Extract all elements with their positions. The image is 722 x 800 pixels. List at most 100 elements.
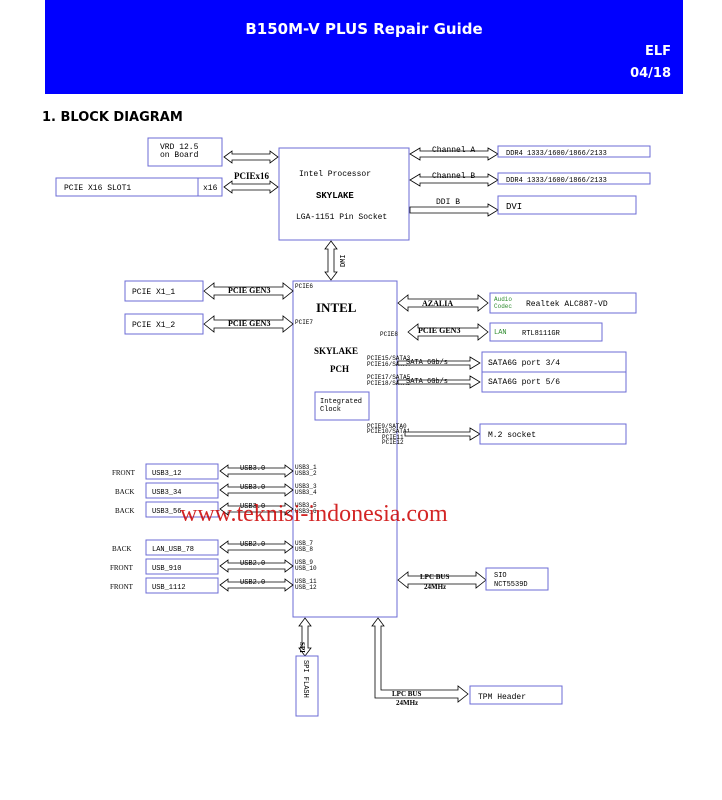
usb-pin-a: USB_7 — [295, 540, 313, 547]
usb-row: FRONT USB_910 USB2.0 USB_9 USB_10 — [110, 558, 317, 575]
cpu-label-3: LGA-1151 Pin Socket — [296, 213, 387, 222]
pcie8-pin: PCIE8 — [380, 331, 398, 338]
pcie-x1-1-label: PCIE X1_1 — [132, 288, 175, 297]
channel-b-label: Channel B — [432, 172, 475, 181]
usb-side-label: FRONT — [110, 583, 134, 591]
usb-side-label: FRONT — [112, 469, 136, 477]
spi-flash-box — [295, 655, 319, 717]
pcie-gen3-label-2: PCIE GEN3 — [228, 319, 270, 328]
azalia-label: AZALIA — [422, 299, 453, 308]
pch-label-3: PCH — [330, 364, 349, 374]
pch-label-1: INTEL — [316, 300, 357, 315]
x16-label: x16 — [203, 184, 218, 193]
sata-56-arrow — [397, 375, 481, 389]
usb-side-label: BACK — [115, 488, 134, 496]
usb-row: BACK USB3_56 USB3.0 USB3_5 USB3_6 — [115, 501, 317, 518]
pcie7-pin: PCIE7 — [295, 319, 313, 326]
usb-port-box — [145, 501, 219, 518]
usb-pin-b: USB3_6 — [295, 508, 317, 515]
sata-link-label-1: SATA 6Gb/s — [406, 359, 448, 367]
lpc-tpm-arrow — [371, 617, 469, 703]
usb-row: FRONT USB3_12 USB3.0 USB3_1 USB3_2 — [112, 463, 317, 480]
revision-date: 04/18 — [630, 66, 671, 81]
rtl-label: RTL8111GR — [522, 330, 561, 338]
realtek-audio-label: Realtek ALC887-VD — [526, 300, 608, 309]
m2-pin-2: PCIE10/SATA1 — [367, 428, 411, 435]
usb-speed-label: USB3.0 — [240, 484, 265, 492]
usb-speed-label: USB3.0 — [240, 503, 265, 511]
ddi-b-label: DDI B — [436, 198, 460, 207]
usb-row: FRONT USB_1112 USB2.0 USB_11 USB_12 — [110, 577, 317, 594]
sata-pin-1b: PCIE16/SATA4 — [367, 361, 411, 368]
azalia-arrow — [397, 294, 489, 312]
usb-port-box — [145, 577, 219, 594]
pcie-x1-1-arrow — [203, 282, 294, 300]
usb-row-arrow — [219, 578, 294, 592]
integrated-clock-label-2: Clock — [320, 406, 341, 414]
usb-row: BACK USB3_34 USB3.0 USB3_3 USB3_4 — [115, 482, 317, 499]
usb-speed-label: USB3.0 — [240, 465, 265, 473]
usb-side-label: FRONT — [110, 564, 134, 572]
usb-pin-b: USB_8 — [295, 546, 313, 553]
audio-box — [489, 292, 637, 314]
sata-pin-1a: PCIE15/SATA3 — [367, 355, 411, 362]
pcie6-pin: PCIE6 — [295, 283, 313, 290]
usb-pin-a: USB3_5 — [295, 502, 317, 509]
sata-pin-2b: PCIE18/SATA6 — [367, 380, 411, 387]
usb-speed-label: USB2.0 — [240, 560, 265, 568]
ddr4-b-label: DDR4 1333/1600/1866/2133 — [506, 177, 607, 185]
pcie-x16-slot-label: PCIE X16 SLOT1 — [64, 184, 131, 193]
usb-port-box — [145, 482, 219, 499]
lan-label: LAN — [494, 329, 507, 337]
pciex16-arrow — [223, 180, 279, 194]
usb-pin-b: USB_12 — [295, 584, 317, 591]
pcie-gen3-label-lan: PCIE GEN3 — [418, 326, 460, 335]
pcie-x1-1-box — [124, 280, 204, 302]
usb-pin-a: USB3_3 — [295, 483, 317, 490]
integrated-clock-label-1: Integrated — [320, 398, 362, 406]
usb-port-label: USB_1112 — [152, 584, 186, 592]
sata-34-arrow — [397, 356, 481, 370]
usb-pin-b: USB3_2 — [295, 470, 317, 477]
usb-port-box — [145, 463, 219, 480]
usb-pin-b: USB3_4 — [295, 489, 317, 496]
vrd-label-1: VRD 12.5 — [160, 143, 199, 152]
usb-pin-a: USB_9 — [295, 559, 313, 566]
dmi-arrow — [324, 240, 338, 281]
usb-pin-a: USB3_1 — [295, 464, 317, 471]
dvi-box — [497, 195, 637, 215]
sata-port-34-label: SATA6G port 3/4 — [488, 359, 560, 368]
usb-port-label: USB3_56 — [152, 508, 181, 516]
lpc-bus-freq-1: 24MHz — [424, 583, 446, 591]
usb-row: BACK LAN_USB_78 USB2.0 USB_7 USB_8 — [112, 539, 313, 556]
vrd-box — [147, 137, 223, 167]
sio-box — [485, 567, 549, 591]
integrated-clock-box — [314, 391, 370, 421]
usb-port-label: USB3_12 — [152, 470, 181, 478]
sata-port-56-label: SATA6G port 5/6 — [488, 378, 560, 387]
vrd-label-2: on Board — [160, 151, 199, 160]
usb-row-arrow — [219, 483, 294, 497]
watermark: www.teknisi-indonesia.com — [180, 501, 448, 527]
tpm-header-label: TPM Header — [478, 693, 526, 702]
vrd-cpu-arrow — [223, 150, 279, 164]
pch-label-2: SKYLAKE — [314, 346, 358, 356]
usb-port-label: USB_910 — [152, 565, 181, 573]
usb-port-label: USB3_34 — [152, 489, 181, 497]
channel-a-label: Channel A — [432, 146, 475, 155]
sio-label-1: SIO — [494, 572, 507, 580]
usb-side-label: BACK — [115, 507, 134, 515]
header-banner: B150M-V PLUS Repair Guide ELF 04/18 — [45, 0, 683, 94]
usb-port-label: LAN_USB_78 — [152, 546, 194, 554]
sio-label-2: NCT5539D — [494, 581, 528, 589]
m2-arrow — [404, 427, 481, 441]
sata-pin-2a: PCIE17/SATA5 — [367, 374, 411, 381]
pcie-x1-2-arrow — [203, 315, 294, 333]
m2-socket-label: M.2 socket — [488, 431, 536, 440]
model-code: ELF — [644, 44, 671, 59]
sata-port-56-box — [481, 371, 627, 393]
lan-box — [489, 322, 603, 342]
usb-port-box — [145, 539, 219, 556]
usb-speed-label: USB2.0 — [240, 541, 265, 549]
dmi-label: DMI — [340, 254, 348, 267]
